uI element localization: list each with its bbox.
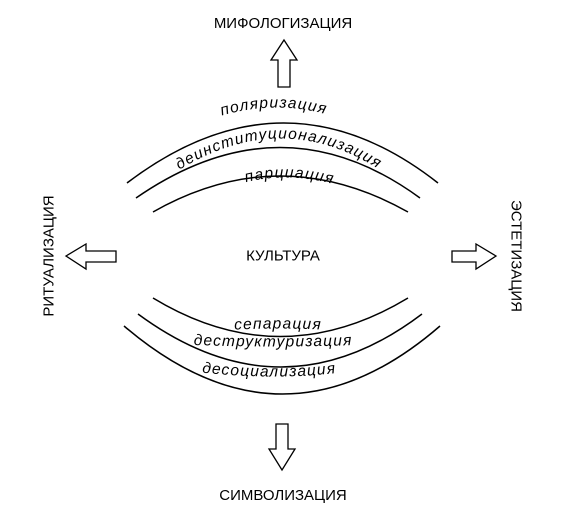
svg-text:десоциализация: десоциализация bbox=[202, 360, 337, 381]
center-label-culture: КУЛЬТУРА bbox=[246, 248, 320, 265]
arrow-right-icon bbox=[451, 242, 498, 271]
label-mythologization: МИФОЛОГИЗАЦИЯ bbox=[214, 15, 352, 32]
svg-text:сепарация: сепарация bbox=[234, 315, 323, 333]
svg-text:парциация: парциация bbox=[243, 164, 336, 187]
arc-label-partiation: парциация bbox=[243, 164, 335, 187]
arrow-down-icon bbox=[267, 423, 297, 472]
label-symbolization: СИМВОЛИЗАЦИЯ bbox=[219, 487, 347, 504]
arc-label-desocialization: десоциализация bbox=[202, 360, 336, 381]
label-aestheticization: ЭСТЕТИЗАЦИЯ bbox=[508, 200, 525, 312]
lower-arc-lines bbox=[123, 297, 441, 395]
arrow-left-icon bbox=[64, 242, 117, 271]
upper-arc-outer bbox=[126, 122, 439, 184]
svg-text:деструктуризация: деструктуризация bbox=[194, 332, 353, 351]
arc-label-polarization: поляризация bbox=[218, 94, 328, 119]
arc-label-destructurization: деструктуризация bbox=[194, 332, 352, 351]
arrow-up-icon bbox=[269, 38, 299, 88]
upper-arc-lines bbox=[126, 122, 439, 213]
arc-label-separation: сепарация bbox=[234, 315, 321, 333]
lower-arc-middle bbox=[137, 313, 423, 368]
upper-arc-middle bbox=[135, 146, 421, 199]
lower-arc-inner bbox=[152, 297, 409, 338]
label-ritualization: РИТУАЛИЗАЦИЯ bbox=[41, 195, 58, 316]
svg-text:поляризация: поляризация bbox=[218, 94, 329, 119]
upper-arc-inner bbox=[152, 175, 409, 213]
lower-arc-outer bbox=[123, 325, 441, 395]
